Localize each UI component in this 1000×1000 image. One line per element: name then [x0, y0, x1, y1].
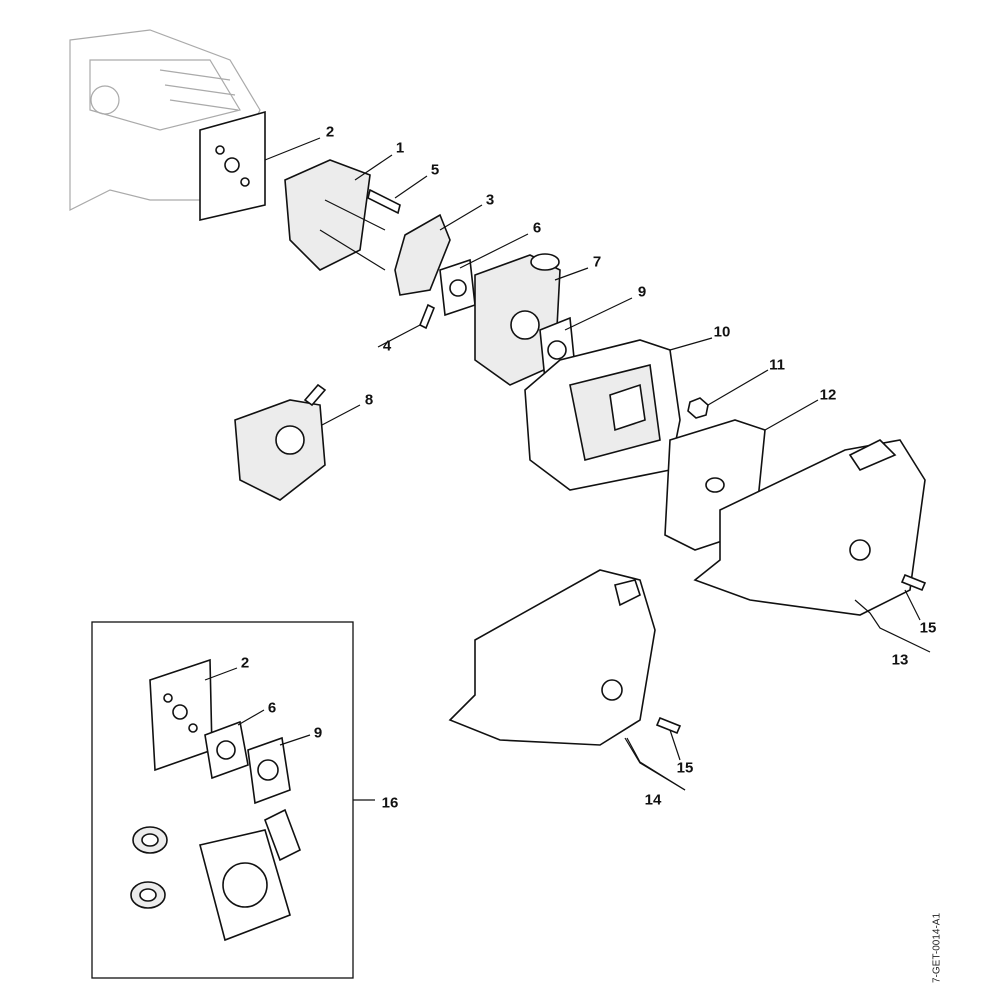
callout-10: 10: [713, 323, 731, 341]
drawing-code: 7-GET-0014-A1: [931, 912, 943, 984]
callout-15b: 15: [676, 759, 694, 777]
flange-part-1[interactable]: [284, 159, 371, 271]
screw-part-15a[interactable]: [900, 573, 927, 592]
nut-part-11[interactable]: [687, 397, 709, 419]
callout-3: 3: [485, 191, 495, 209]
callout-12: 12: [819, 386, 837, 404]
screw-part-5[interactable]: [367, 188, 401, 215]
screw-part-4[interactable]: [418, 303, 436, 330]
callout-9: 9: [637, 283, 647, 301]
screw-part-15b[interactable]: [655, 716, 682, 735]
kit-muffler-gasket[interactable]: [263, 808, 302, 862]
cover-part-14[interactable]: [448, 569, 656, 746]
callout-2: 2: [325, 123, 335, 141]
callout-14: 14: [644, 791, 662, 809]
callout-7: 7: [592, 253, 602, 271]
callout-8: 8: [364, 391, 374, 409]
callout-1: 1: [395, 139, 405, 157]
callout-11: 11: [769, 356, 785, 374]
kit-callout-6: 6: [267, 699, 277, 717]
callout-4: 4: [382, 337, 392, 355]
callout-15a: 15: [919, 619, 937, 637]
bracket-part-3[interactable]: [394, 213, 451, 296]
callout-13: 13: [891, 651, 909, 669]
callout-16: 16: [381, 794, 399, 812]
callout-6: 6: [532, 219, 542, 237]
callout-5: 5: [430, 161, 440, 179]
kit-callout-9: 9: [313, 724, 323, 742]
kit-callout-2: 2: [240, 654, 250, 672]
